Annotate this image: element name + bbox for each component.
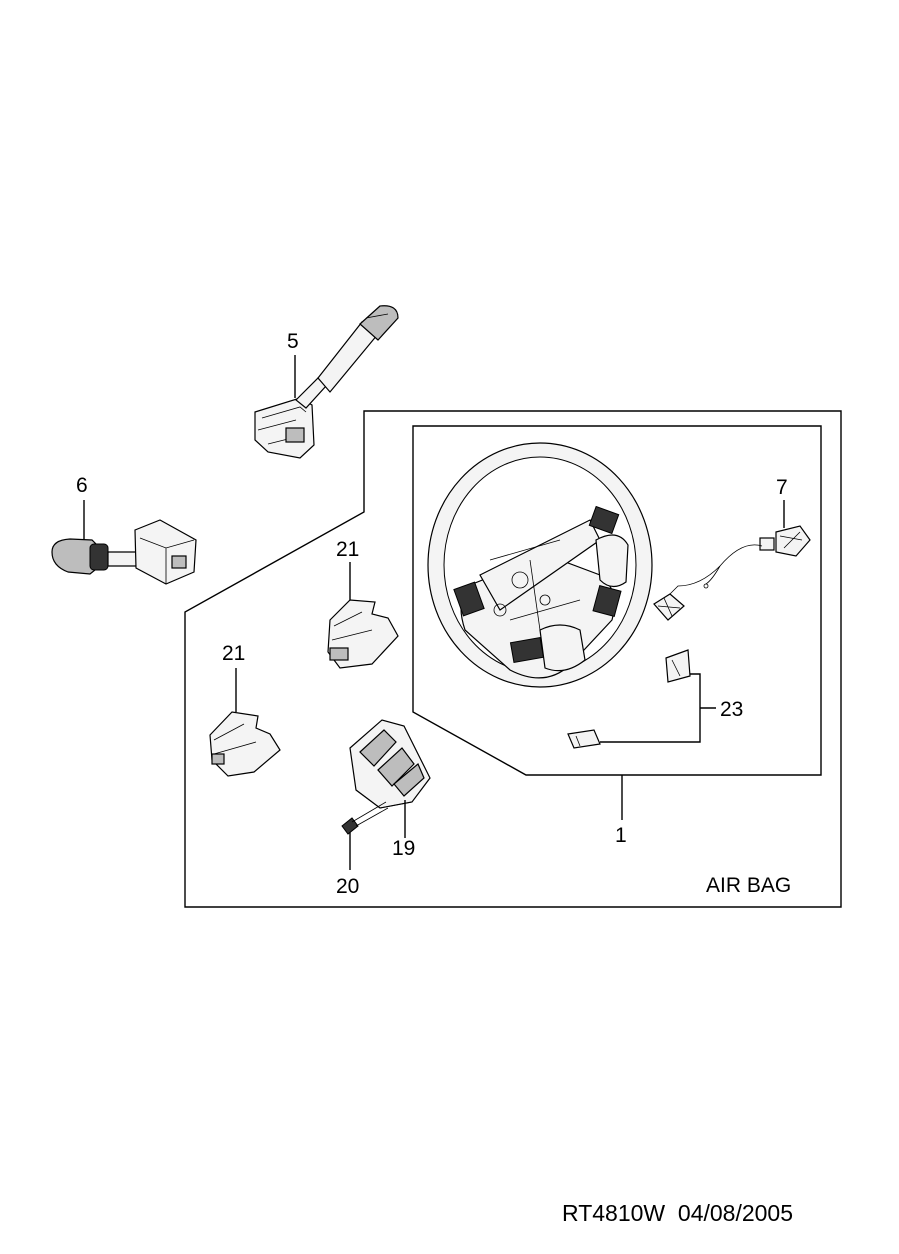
drawing-code: RT4810W <box>562 1200 666 1226</box>
callout-23: 23 <box>720 698 743 721</box>
callout-1: 1 <box>615 824 627 847</box>
callout-7: 7 <box>776 476 788 499</box>
part-7-wiring[interactable] <box>653 525 811 621</box>
callout-6: 6 <box>76 474 88 497</box>
callout-21-upper: 21 <box>336 538 359 561</box>
part-20-screw[interactable] <box>341 801 389 835</box>
inner-frame <box>412 425 822 776</box>
air-bag-label: AIR BAG <box>706 874 791 897</box>
drawing-footer: RT4810W 04/08/2005 <box>562 1200 793 1227</box>
part-1-steering-wheel[interactable] <box>427 442 653 688</box>
part-6-light-switch[interactable] <box>51 519 197 585</box>
callout-5: 5 <box>287 330 299 353</box>
part-21-cover-lower[interactable] <box>209 711 281 777</box>
callout-20: 20 <box>336 875 359 898</box>
part-19-remote-switch[interactable] <box>349 719 431 809</box>
part-5-switch-lever[interactable] <box>254 305 399 459</box>
drawing-date: 04/08/2005 <box>677 1200 794 1226</box>
part-23-clip-bottom[interactable] <box>567 729 601 749</box>
part-23-clip-top[interactable] <box>665 649 691 683</box>
callout-19: 19 <box>392 837 415 860</box>
outer-frame <box>184 410 842 908</box>
callout-21-lower: 21 <box>222 642 245 665</box>
part-21-cover-upper[interactable] <box>327 599 399 669</box>
leader-23 <box>600 673 716 743</box>
